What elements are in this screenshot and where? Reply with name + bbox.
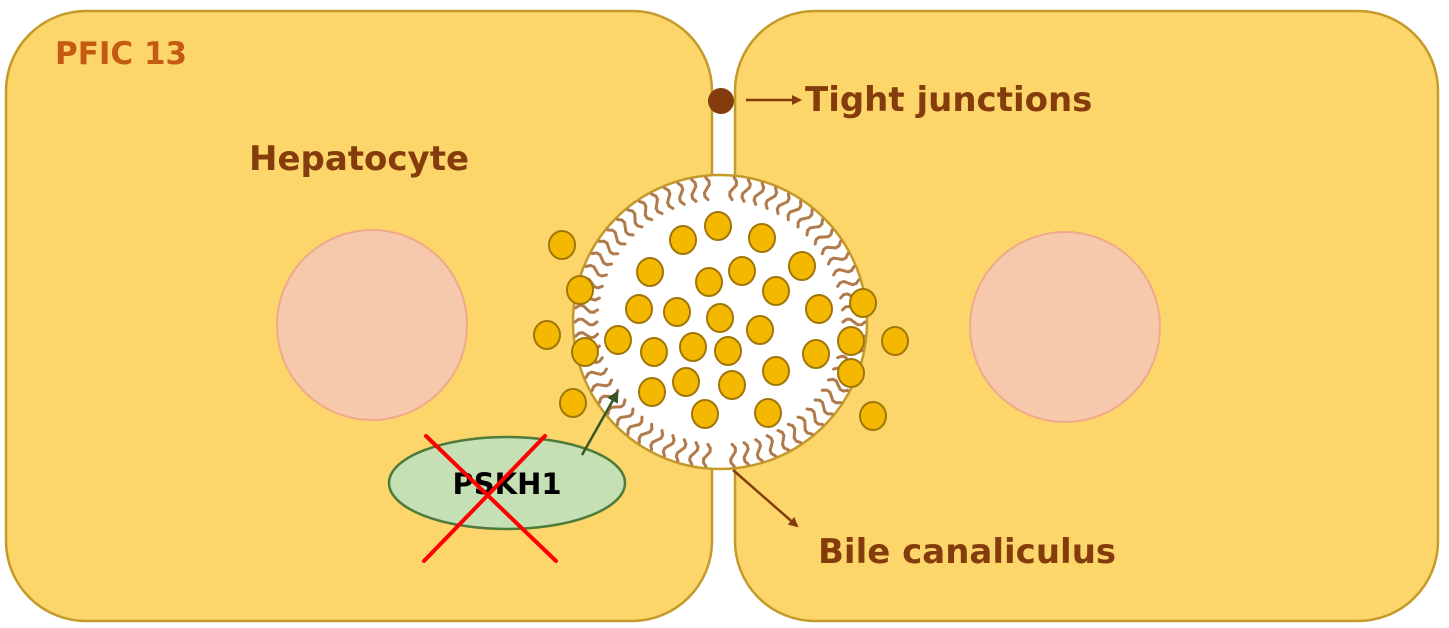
vesicle [704,211,732,241]
microvillus [775,192,791,215]
microvillus [752,181,766,206]
microvillus [616,218,635,237]
microvillus [606,228,627,246]
microvillus [574,303,600,314]
vesicle [748,223,776,253]
pskh1-label: PSKH1 [452,467,561,501]
microvillus [676,181,686,206]
vesicle [881,326,909,356]
microvillus [832,265,856,277]
microvillus [776,429,790,452]
vesicle [754,398,782,428]
microvillus [590,251,613,267]
microvillus [597,239,620,256]
microvillus [729,442,738,468]
microvillus [637,199,654,222]
knockout-cross-icon [422,434,558,563]
vesicle [746,315,774,345]
vesicle [718,370,746,400]
vesicle [640,337,668,367]
microvillus [573,317,599,327]
vesicle [859,401,887,431]
vesicle [762,276,790,306]
microvillus [836,278,861,288]
vesicle [548,230,576,260]
tight-junctions-label: Tight junctions [805,80,1092,120]
vesicle [533,320,561,350]
microvillus [661,434,676,458]
hepatocyte-label: Hepatocyte [249,139,469,179]
vesicle [559,388,587,418]
right-nucleus [969,231,1161,423]
microvillus [740,178,752,203]
microvillus [764,186,779,210]
microvillus [616,407,635,426]
microvillus [796,208,814,229]
vesicle [625,294,653,324]
vesicle [669,225,697,255]
vesicle [849,288,877,318]
tight-junction-dot [708,88,734,114]
microvillus [626,415,644,436]
vesicle [695,267,723,297]
microvillus [674,438,688,463]
microvillus [813,398,834,416]
microvillus [841,317,867,327]
microvillus [805,218,824,237]
microvillus [765,434,777,458]
bile-canaliculus-arrow [732,469,799,528]
microvillus [786,199,803,222]
vesicle [706,303,734,333]
microvillus [637,422,654,445]
microvillus [626,208,644,229]
vesicle [672,367,700,397]
vesicle [691,399,719,429]
vesicle [837,326,865,356]
microvillus [820,388,843,405]
pskh1-protein [387,435,627,531]
microvillus [688,441,700,466]
vesicle [714,336,742,366]
vesicle [762,356,790,386]
microvillus [742,441,750,466]
vesicle [837,358,865,388]
microvillus [827,377,850,393]
vesicle [571,337,599,367]
microvillus [649,429,665,452]
vesicle [636,257,664,287]
microvillus [590,378,613,392]
vesicle [638,377,666,407]
microvillus [584,367,608,379]
vesicle [566,275,594,305]
microvillus [728,176,739,202]
microvillus [650,192,664,215]
microvillus [820,239,843,256]
vesicle [604,325,632,355]
vesicle [663,297,691,327]
microvillus [754,438,764,463]
microvillus [796,415,814,436]
microvillus [813,228,834,246]
microvillus [690,178,698,203]
vesicle [802,339,830,369]
microvillus [584,263,608,278]
vesicle [728,256,756,286]
microvillus [805,407,824,426]
vesicle [679,332,707,362]
microvillus [663,186,675,210]
microvillus [827,252,850,266]
vesicle [805,294,833,324]
left-nucleus [276,229,468,421]
microvillus [702,176,711,202]
bile-vesicles [533,211,909,431]
microvillus [786,422,803,445]
vesicle [788,251,816,281]
pskh1-activation-arrow [580,390,619,456]
microvillus [701,442,712,468]
pfic-title: PFIC 13 [55,36,187,72]
bile-canaliculus-label: Bile canaliculus [818,532,1116,572]
microvillus [574,331,600,340]
